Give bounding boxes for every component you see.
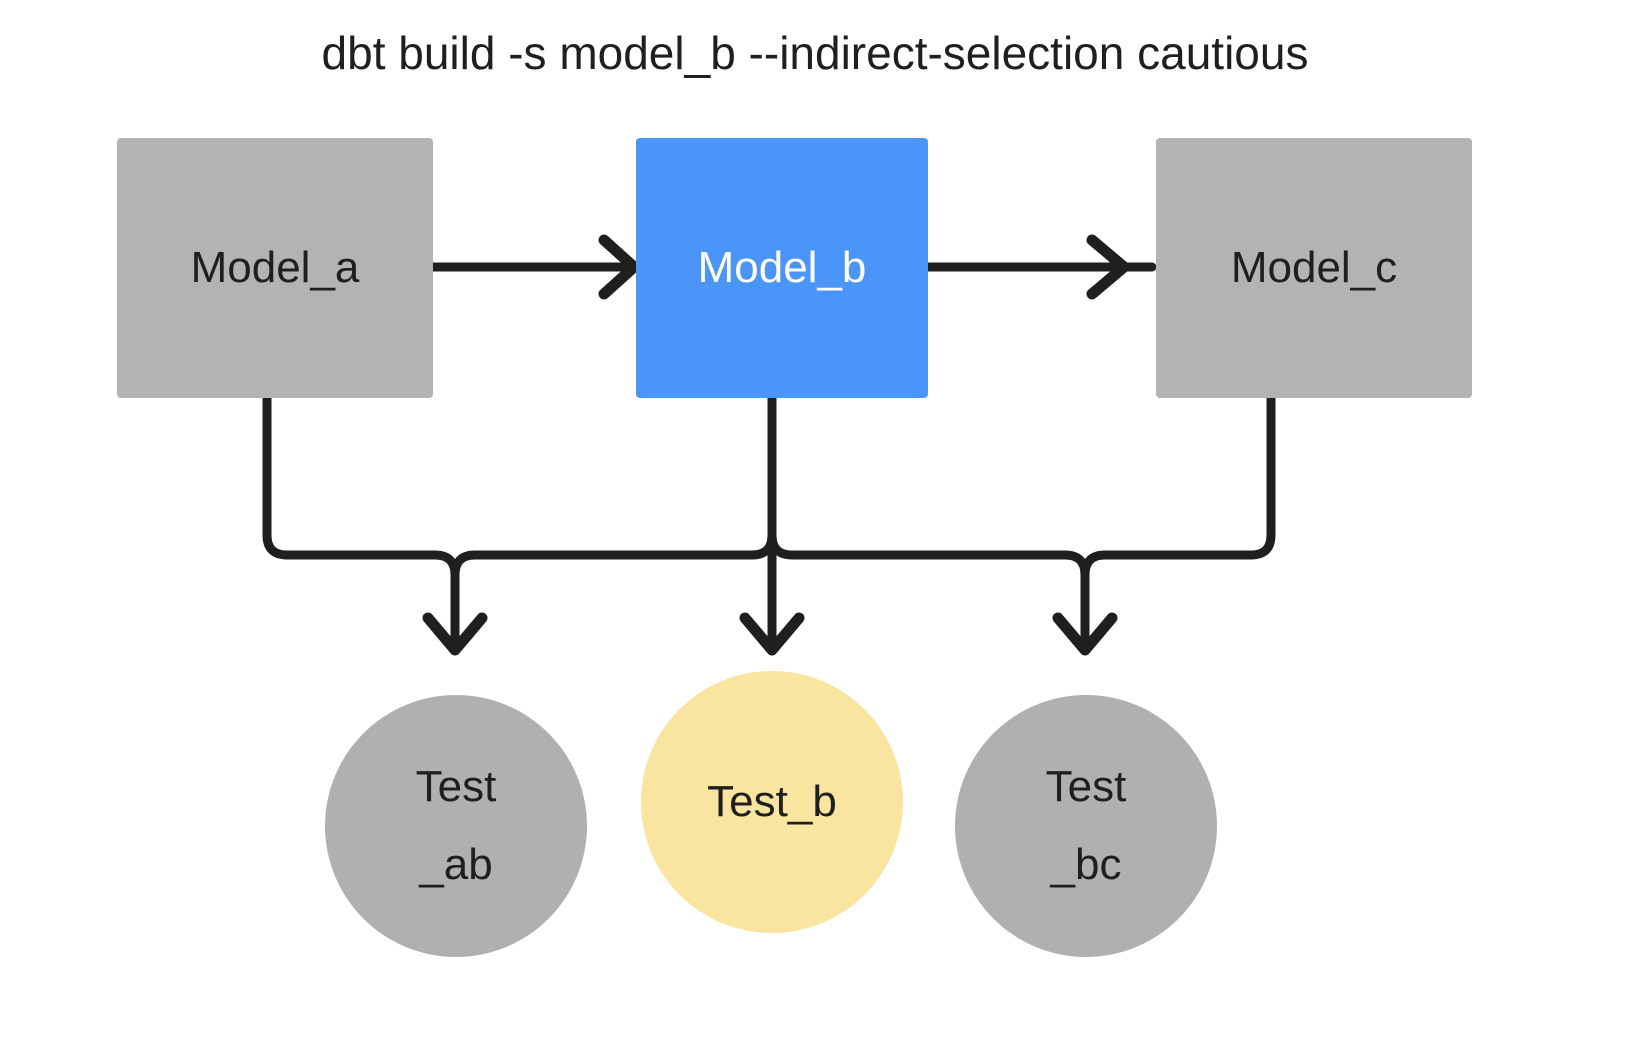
node-model-c-label: Model_c: [1230, 242, 1398, 292]
node-model-a[interactable]: Model_a: [117, 138, 433, 398]
edge-model-b-to-test-bc: [767, 530, 1118, 656]
node-model-c[interactable]: Model_c: [1156, 138, 1472, 398]
node-model-b-label: Model_b: [697, 242, 867, 292]
node-test-ab-label-line2: _ab: [419, 840, 493, 889]
edge-model-b-to-model-c: [923, 234, 1157, 300]
node-test-bc[interactable]: Test _bc: [955, 695, 1217, 957]
edge-model-b-to-test-ab: [450, 530, 777, 580]
node-test-b[interactable]: Test_b: [641, 671, 903, 933]
node-model-a-label: Model_a: [190, 242, 360, 292]
node-test-bc-label-line1: Test: [1045, 762, 1127, 811]
node-test-b-label: Test_b: [707, 777, 837, 826]
node-test-ab[interactable]: Test _ab: [325, 695, 587, 957]
edge-model-b-to-test-b: [739, 393, 805, 656]
page-title: dbt build -s model_b --indirect-selectio…: [321, 27, 1309, 79]
edge-model-a-to-model-b: [428, 234, 640, 300]
node-test-bc-label-line2: _bc: [1050, 840, 1122, 889]
edge-model-a-to-test-ab: [262, 393, 488, 656]
node-test-ab-label-line1: Test: [415, 762, 497, 811]
node-model-b[interactable]: Model_b: [636, 138, 928, 398]
edge-model-c-to-test-bc: [1080, 393, 1276, 580]
